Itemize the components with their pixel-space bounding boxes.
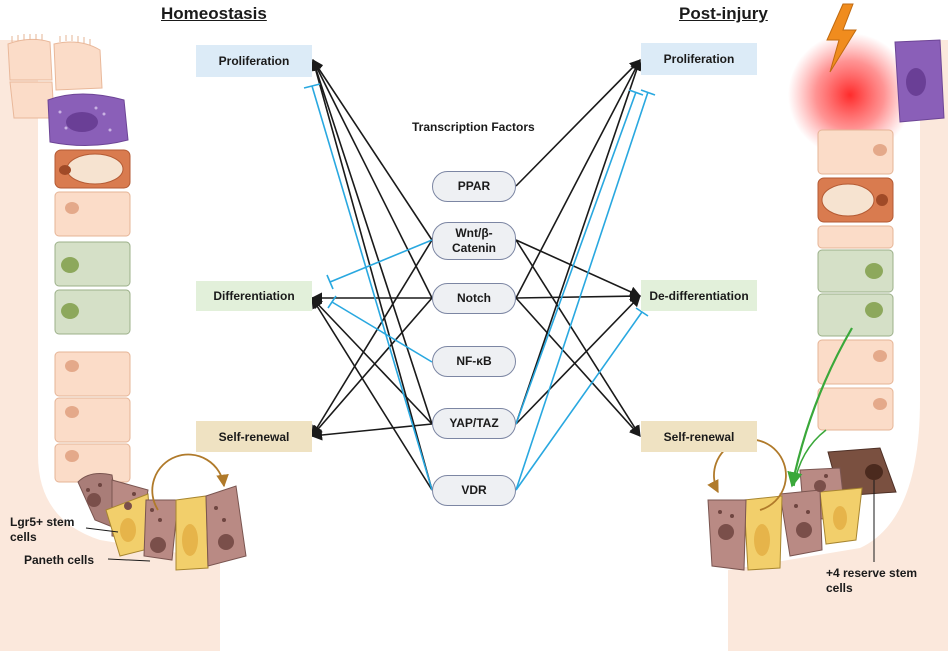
right-crypt-illustration xyxy=(707,3,948,651)
paneth-cells-label: Paneth cells xyxy=(24,553,95,567)
homeostasis-heading: Homeostasis xyxy=(161,4,267,23)
notch-node: Notch xyxy=(432,283,516,314)
nf-kb-node: NF-κB xyxy=(432,346,516,377)
reserve-stem-cells-label: +4 reserve stem cells xyxy=(826,566,918,595)
left-self-renewal-box: Self-renewal xyxy=(196,421,312,452)
lgr5-stem-cells-label: Lgr5+ stem cells xyxy=(10,515,75,544)
wnt-beta-catenin-node: Wnt/β-Catenin xyxy=(432,222,516,260)
right-self-renewal-box: Self-renewal xyxy=(641,421,757,452)
left-differentiation-box: Differentiation xyxy=(196,281,312,311)
inhibition-lines xyxy=(303,83,656,491)
post-injury-heading: Post-injury xyxy=(679,4,768,23)
activation-arrows xyxy=(310,58,643,491)
left-proliferation-box: Proliferation xyxy=(196,45,312,77)
right-proliferation-box: Proliferation xyxy=(641,43,757,75)
right-dedifferentiation-box: De-differentiation xyxy=(641,280,757,311)
ppar-node: PPAR xyxy=(432,171,516,202)
yap-taz-node: YAP/TAZ xyxy=(432,408,516,439)
left-crypt-illustration xyxy=(0,34,247,651)
transcription-factors-heading: Transcription Factors xyxy=(412,120,535,134)
vdr-node: VDR xyxy=(432,475,516,506)
